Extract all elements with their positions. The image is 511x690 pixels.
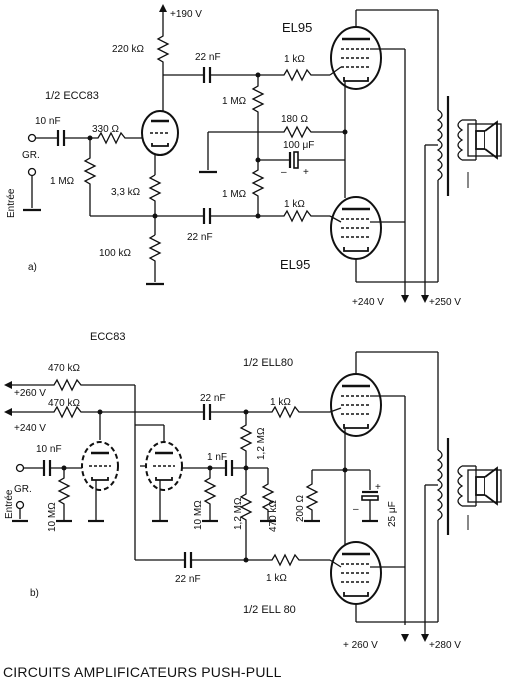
r-180-label: 180 Ω [281, 114, 308, 125]
r-220k-label: 220 kΩ [112, 44, 144, 55]
c-100uf-plus: + [303, 167, 309, 178]
supply-190v-label: +190 V [170, 9, 202, 20]
c-22nf-bot-label-b: 22 nF [175, 574, 201, 585]
r-10m-b-label: 10 MΩ [193, 500, 204, 530]
r-1k-top-label: 1 kΩ [284, 54, 305, 65]
r-1m2-bot-label: 1,2 MΩ [233, 497, 244, 530]
ecc83-tube-1 [80, 440, 120, 492]
c-25uf-label: 25 μF [387, 501, 398, 527]
r-1m-in-label: 1 MΩ [50, 176, 75, 187]
r-330-label: 330 Ω [92, 124, 119, 135]
c-10nf-label-b: 10 nF [36, 444, 62, 455]
panel-b-label: b) [30, 588, 39, 599]
r-470k-c-label: 470 kΩ [268, 500, 279, 532]
el95-bottom-label: EL95 [280, 257, 310, 272]
r-1m-a-label: 1 MΩ [222, 96, 247, 107]
r-100k-label: 100 kΩ [99, 248, 131, 259]
r-470k-b-label: 470 kΩ [48, 398, 80, 409]
c-100uf-label: 100 μF [283, 140, 314, 151]
panel-a-label: a) [28, 262, 37, 273]
supply-260v-label-b: +260 V [14, 388, 46, 399]
circuit-b: ECC83 470 kΩ +260 V 470 kΩ +240 V 22 nF … [4, 331, 502, 651]
ecc83-half-tube-a [140, 109, 180, 157]
ecc83-half-label: 1/2 ECC83 [45, 90, 99, 102]
circuit-a: +190 V 220 kΩ 22 nF 1 kΩ EL95 1 MΩ [6, 4, 502, 308]
speaker-b-icon [467, 467, 502, 505]
c-25uf-minus: – [353, 504, 359, 515]
supply-240v-label-b: +240 V [14, 423, 46, 434]
figure-caption: CIRCUITS AMPLIFICATEURS PUSH-PULL [3, 664, 282, 680]
ell80-bottom-tube [329, 540, 383, 606]
entree-label-b: Entrée [4, 489, 15, 519]
r-1k-bot-label-b: 1 kΩ [266, 573, 287, 584]
entree-label-a: Entrée [6, 188, 17, 218]
ell80-bottom-label: 1/2 ELL 80 [243, 604, 296, 616]
speaker-a-icon [467, 121, 502, 159]
el95-top-tube [329, 25, 383, 91]
r-1k-bot-label: 1 kΩ [284, 199, 305, 210]
el95-bottom-tube [329, 195, 383, 261]
gr-label-b: GR. [14, 484, 32, 495]
c-10nf-label: 10 nF [35, 116, 61, 127]
supply-250v-label-a: +250 V [429, 297, 461, 308]
r-1m-b-label: 1 MΩ [222, 189, 247, 200]
ell80-top-tube [329, 372, 383, 438]
r-1k-top-label-b: 1 kΩ [270, 397, 291, 408]
r-200-label: 200 Ω [295, 495, 306, 522]
r-1m2-top-label: 1,2 MΩ [256, 427, 267, 460]
r-470k-a-label: 470 kΩ [48, 363, 80, 374]
c-100uf-minus: – [281, 167, 287, 178]
ecc83-label-b: ECC83 [90, 331, 125, 343]
supply-280v-label: +280 V [429, 640, 461, 651]
c-25uf-plus: + [375, 482, 381, 493]
c-22nf-bot-label: 22 nF [187, 232, 213, 243]
supply-260v-bot-label: + 260 V [343, 640, 378, 651]
ell80-top-label: 1/2 ELL80 [243, 357, 293, 369]
c-22nf-top-label-b: 22 nF [200, 393, 226, 404]
r-3k3-label: 3,3 kΩ [111, 187, 141, 198]
c-22nf-top-label: 22 nF [195, 52, 221, 63]
c-1nf-label: 1 nF [207, 452, 227, 463]
ecc83-tube-2 [144, 440, 184, 492]
gr-label-a: GR. [22, 150, 40, 161]
r-10m-a-label: 10 MΩ [47, 502, 58, 532]
el95-top-label: EL95 [282, 20, 312, 35]
supply-240v-label-a: +240 V [352, 297, 384, 308]
